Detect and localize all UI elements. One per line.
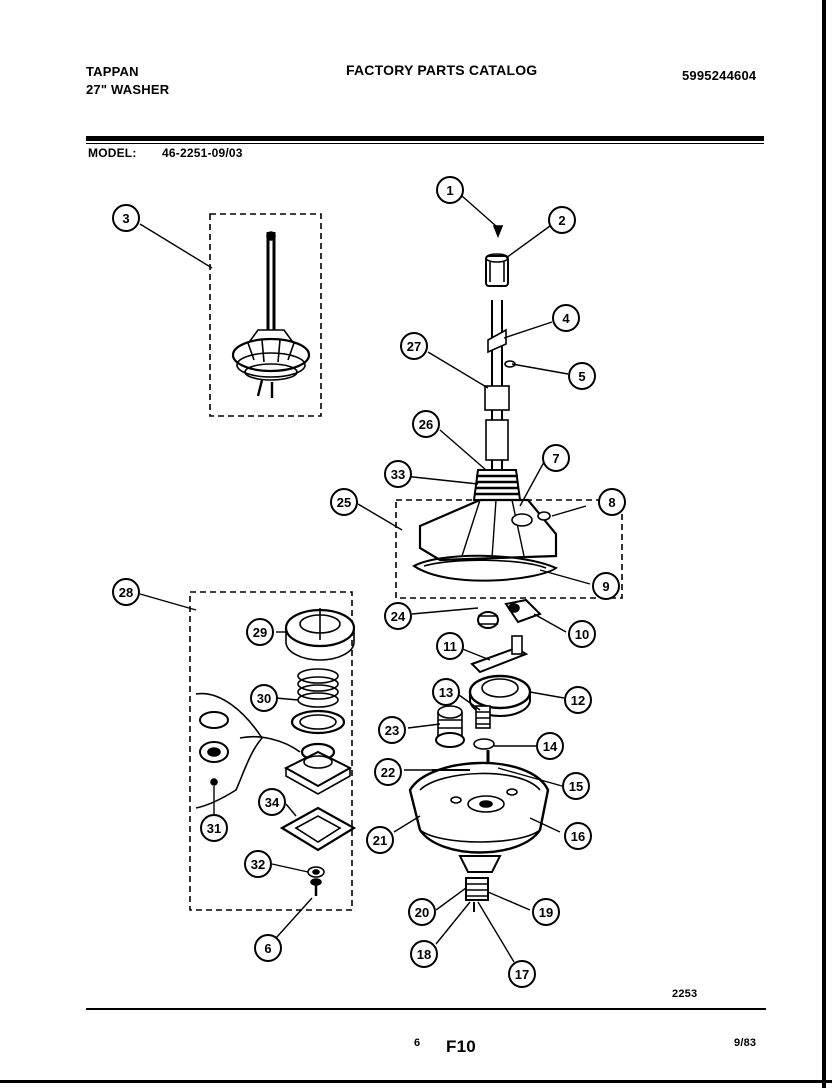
svg-text:15: 15 xyxy=(569,779,583,794)
callout-11: 11 xyxy=(436,632,464,660)
transmission-assembly-drawing xyxy=(395,225,623,912)
svg-text:26: 26 xyxy=(419,417,433,432)
svg-text:22: 22 xyxy=(381,765,395,780)
catalog-part-number: 5995244604 xyxy=(682,68,757,83)
callout-15: 15 xyxy=(562,772,590,800)
svg-text:13: 13 xyxy=(439,685,453,700)
callout-4: 4 xyxy=(552,304,580,332)
svg-text:17: 17 xyxy=(515,967,529,982)
callout-30: 30 xyxy=(250,684,278,712)
callout-20: 20 xyxy=(408,898,436,926)
catalog-title: FACTORY PARTS CATALOG xyxy=(346,62,538,78)
svg-text:21: 21 xyxy=(373,833,387,848)
callout-2: 2 xyxy=(548,206,576,234)
svg-text:7: 7 xyxy=(552,451,559,466)
svg-text:9: 9 xyxy=(602,579,609,594)
callout-9: 9 xyxy=(592,572,620,600)
svg-text:8: 8 xyxy=(608,495,615,510)
svg-text:34: 34 xyxy=(265,795,280,810)
agitator-shaft-assembly-drawing xyxy=(231,231,311,398)
svg-text:14: 14 xyxy=(543,739,558,754)
callout-12: 12 xyxy=(564,686,592,714)
scan-frame-bottom xyxy=(0,1080,832,1083)
inset-box-seal-kit xyxy=(189,591,353,911)
model-number: 46-2251-09/03 xyxy=(162,146,243,160)
svg-text:10: 10 xyxy=(575,627,589,642)
header-rule-thin xyxy=(86,143,764,144)
callout-7: 7 xyxy=(542,444,570,472)
svg-text:24: 24 xyxy=(391,609,406,624)
callout-23: 23 xyxy=(378,716,406,744)
scan-frame-right xyxy=(822,0,826,1088)
callout-5: 5 xyxy=(568,362,596,390)
svg-text:5: 5 xyxy=(578,369,585,384)
callout-24: 24 xyxy=(384,602,412,630)
callout-3: 3 xyxy=(112,204,140,232)
callout-26: 26 xyxy=(412,410,440,438)
callout-8: 8 xyxy=(598,488,626,516)
svg-text:33: 33 xyxy=(391,467,405,482)
svg-text:12: 12 xyxy=(571,693,585,708)
svg-text:28: 28 xyxy=(119,585,133,600)
seal-kit-parts-drawing xyxy=(195,608,357,896)
callout-10: 10 xyxy=(568,620,596,648)
svg-text:1: 1 xyxy=(446,183,453,198)
svg-text:18: 18 xyxy=(417,947,431,962)
callout-17: 17 xyxy=(508,960,536,988)
callout-14: 14 xyxy=(536,732,564,760)
model-label: MODEL: xyxy=(88,146,137,160)
callout-13: 13 xyxy=(432,678,460,706)
svg-text:16: 16 xyxy=(571,829,585,844)
callout-21: 21 xyxy=(366,826,394,854)
svg-text:30: 30 xyxy=(257,691,271,706)
callout-34: 34 xyxy=(258,788,286,816)
callout-22: 22 xyxy=(374,758,402,786)
product-name: 27" WASHER xyxy=(86,82,170,97)
callout-31: 31 xyxy=(200,814,228,842)
callout-25: 25 xyxy=(330,488,358,516)
svg-text:27: 27 xyxy=(407,339,421,354)
svg-text:3: 3 xyxy=(122,211,129,226)
callout-19: 19 xyxy=(532,898,560,926)
svg-text:6: 6 xyxy=(264,941,271,956)
page-code: F10 xyxy=(446,1037,476,1056)
callout-33: 33 xyxy=(384,460,412,488)
svg-text:25: 25 xyxy=(337,495,351,510)
catalog-date: 9/83 xyxy=(734,1037,757,1049)
callout-leader-lines xyxy=(139,195,591,963)
svg-text:23: 23 xyxy=(385,723,399,738)
callout-18: 18 xyxy=(410,940,438,968)
svg-text:31: 31 xyxy=(207,821,221,836)
svg-text:20: 20 xyxy=(415,905,429,920)
svg-text:2: 2 xyxy=(558,213,565,228)
callout-16: 16 xyxy=(564,822,592,850)
callout-1: 1 xyxy=(436,176,464,204)
svg-text:4: 4 xyxy=(562,311,570,326)
callout-32: 32 xyxy=(244,850,272,878)
svg-text:11: 11 xyxy=(443,639,457,654)
svg-text:19: 19 xyxy=(539,905,553,920)
brand-name: TAPPAN xyxy=(86,64,139,79)
callout-28: 28 xyxy=(112,578,140,606)
footer-rule xyxy=(86,1008,766,1010)
callout-29: 29 xyxy=(246,618,274,646)
inset-box-part-3 xyxy=(209,213,322,417)
diagram-code: 2253 xyxy=(672,988,698,1000)
svg-text:32: 32 xyxy=(251,857,265,872)
page-number: 6 xyxy=(414,1037,421,1049)
callout-bubbles: 1 2 3 4 5 6 7 8 9 10 11 12 13 14 15 16 1… xyxy=(112,176,626,988)
callout-27: 27 xyxy=(400,332,428,360)
callout-6: 6 xyxy=(254,934,282,962)
svg-text:29: 29 xyxy=(253,625,267,640)
header-rule xyxy=(86,136,764,141)
